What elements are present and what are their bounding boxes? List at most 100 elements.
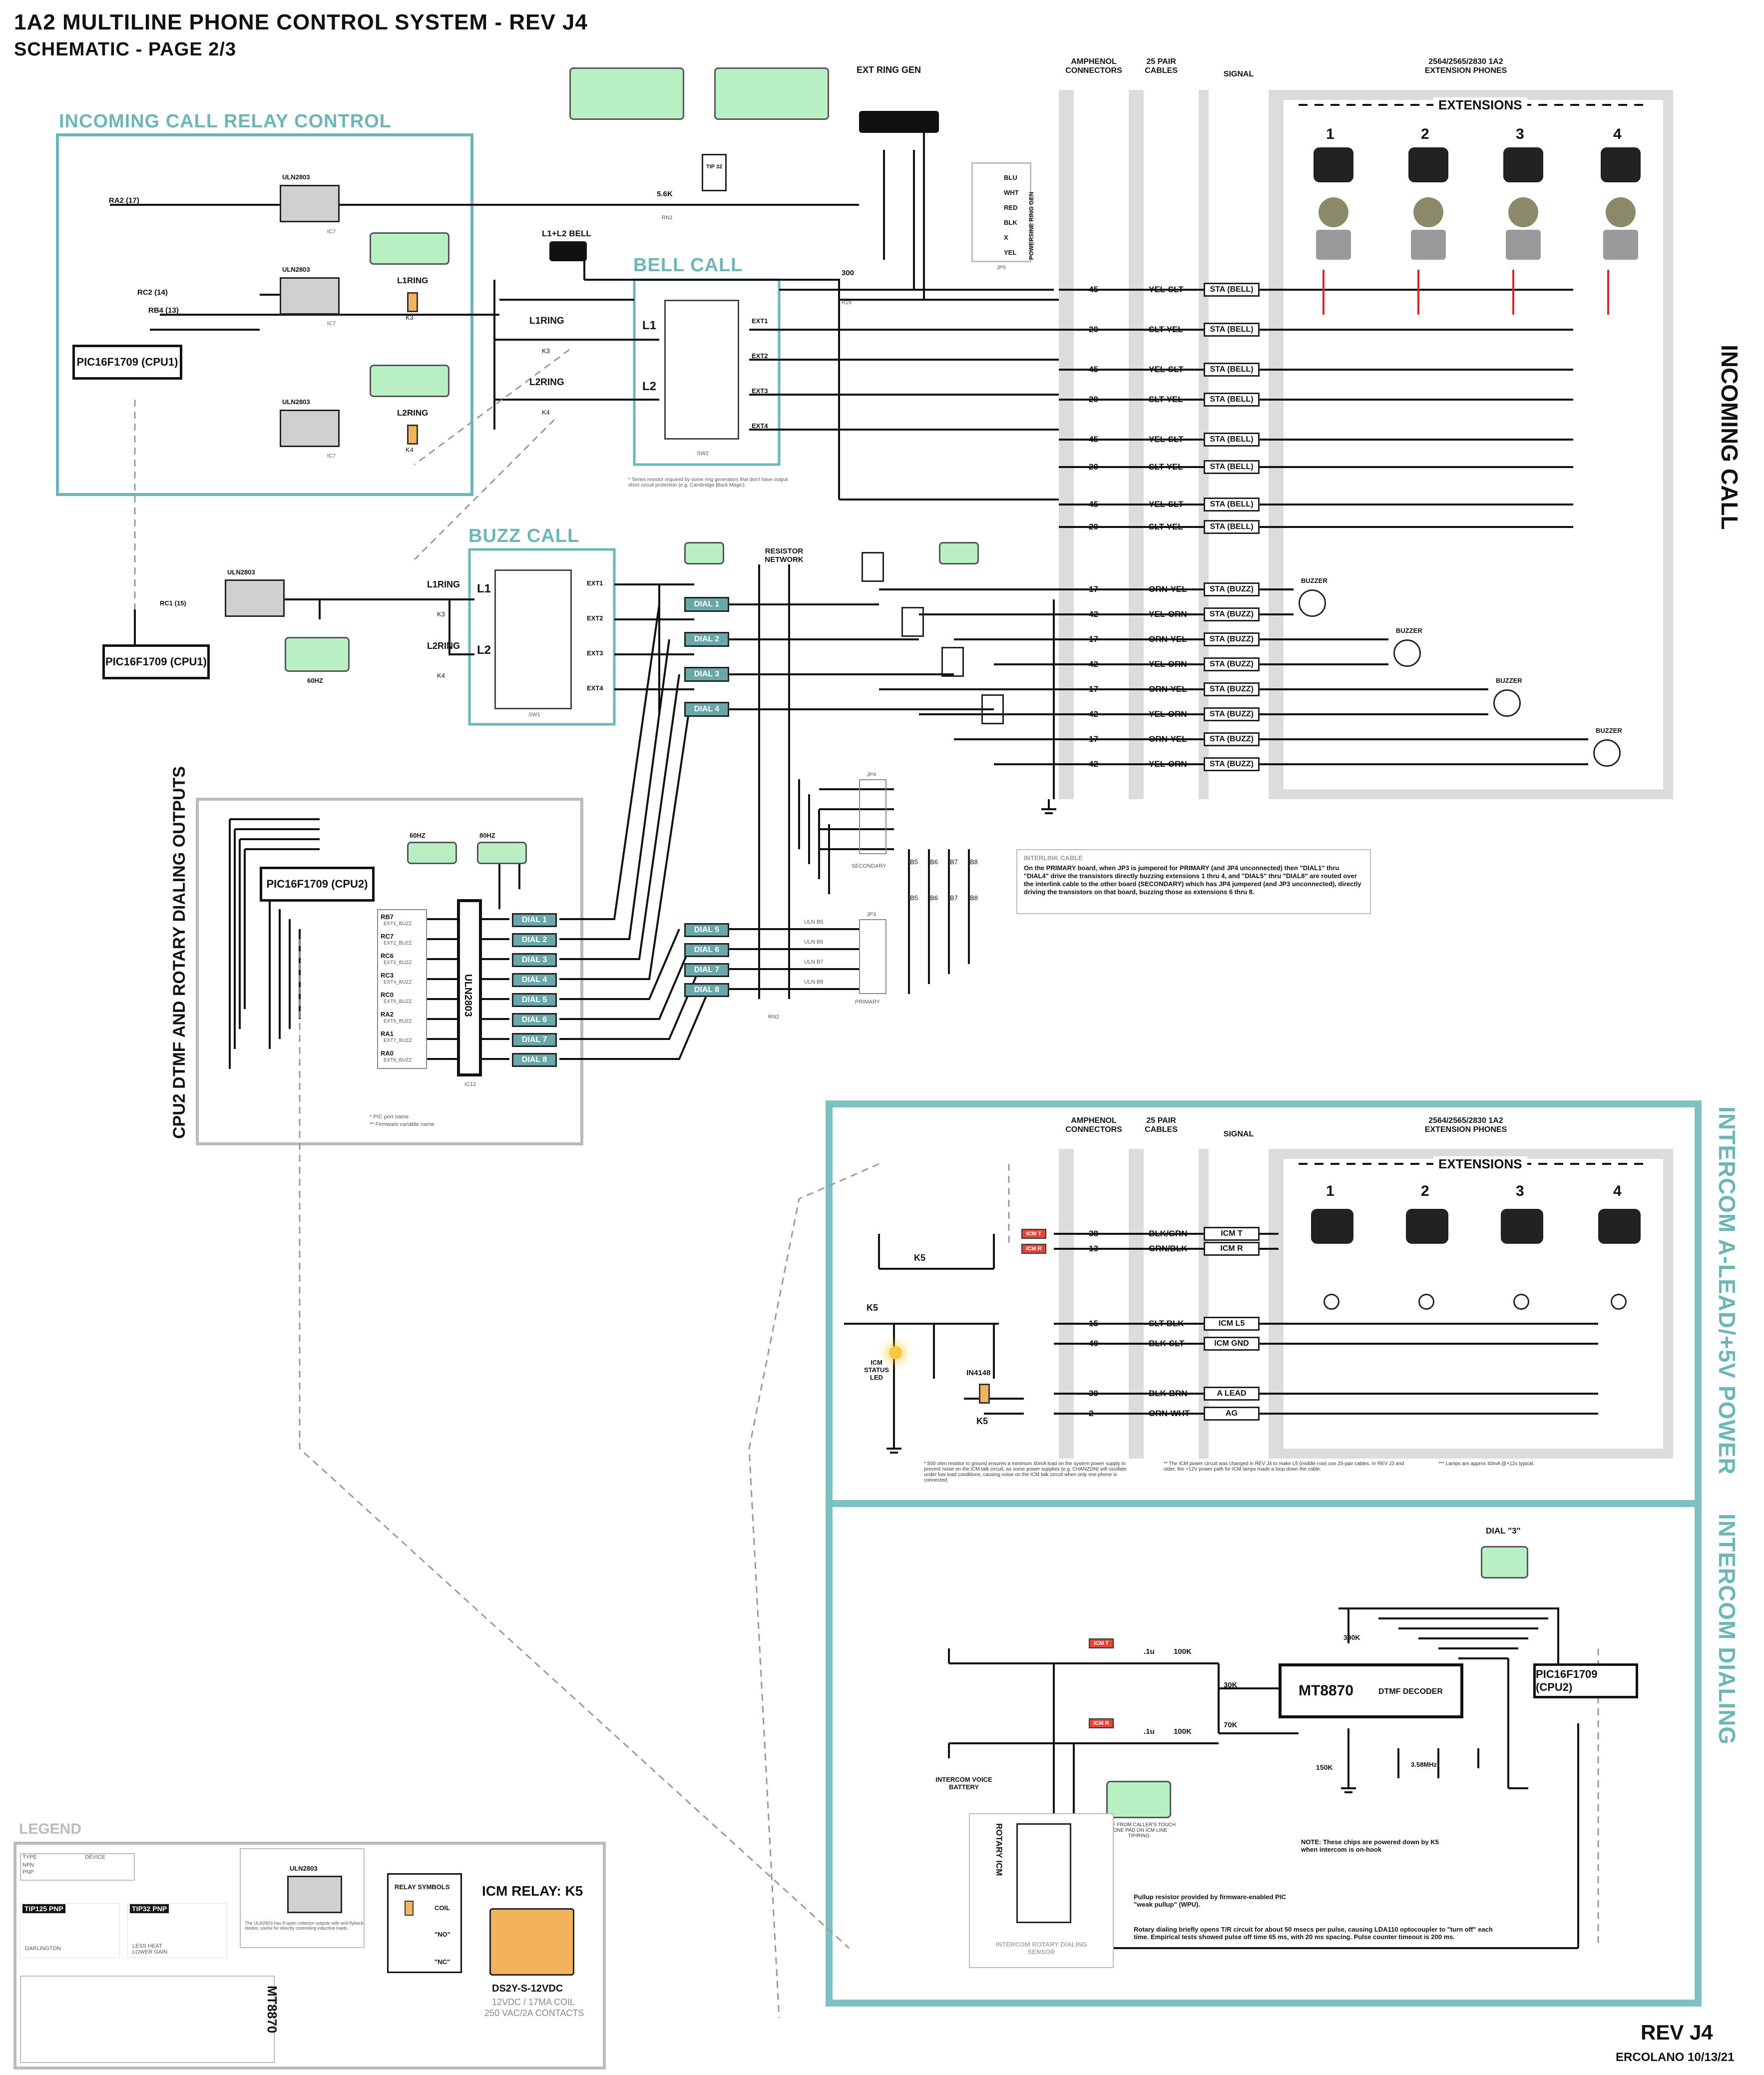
phone-icon [1501, 1209, 1543, 1244]
r58k-label: 5.6K [657, 190, 673, 198]
ringer-base-icon [1603, 230, 1638, 260]
legend-uln-gate [287, 1876, 342, 1913]
legend-uln-note: The ULN2803 has 8 open collector outputs… [245, 1921, 364, 1931]
cap-1u-b: .1u [1144, 1727, 1155, 1736]
cable-color: SLT-YEL [1149, 462, 1183, 472]
sw2-dip-switch [664, 300, 739, 440]
signal-box: STA (BUZZ) [1204, 607, 1260, 621]
amphenol-pin: 40 [1089, 1339, 1098, 1348]
cable-color: YEL-SLT [1149, 285, 1184, 294]
buzz-l2ring: L2RING [427, 641, 460, 651]
port-name: RB7 [381, 913, 394, 921]
dtmf-tone-waveform [1106, 1781, 1171, 1818]
net-ra2: RA2 (17) [109, 196, 139, 205]
signal-box: STA (BELL) [1204, 520, 1260, 534]
amphenol-pin: 17 [1089, 734, 1098, 744]
r150k: 150K [1316, 1763, 1333, 1771]
bell-ext3: EXT3 [752, 387, 768, 395]
signal-box: AG [1204, 1407, 1260, 1421]
cn-b7: B7 [950, 858, 958, 866]
in4148-label: IN4148 [966, 1369, 991, 1377]
amphenol-pin: 45 [1089, 365, 1098, 374]
cn-b6: B6 [930, 858, 938, 866]
r29-label: R29 [842, 300, 852, 306]
signal-box: ICM L5 [1204, 1317, 1260, 1331]
amphenol-pin: 45 [1089, 500, 1098, 509]
r100k-b: 100K [1174, 1727, 1192, 1736]
uln2803-buffer-1 [280, 185, 340, 222]
jp5-pin-6: YEL [1004, 249, 1017, 256]
wave-60hz-buzz [285, 637, 350, 672]
buzz-ext1: EXT1 [587, 579, 603, 587]
dial-mid-output: DIAL 6 [684, 943, 729, 957]
legend-nc: "NC" [435, 1958, 450, 1966]
phone-icon [1503, 147, 1543, 182]
jp4-label: JP4 [867, 772, 876, 778]
signal-box: STA (BELL) [1204, 393, 1260, 407]
uln-label-buzz: ULN2803 [227, 568, 255, 576]
signal-box: STA (BELL) [1204, 460, 1260, 474]
dial3-label: DIAL "3" [1486, 1526, 1521, 1536]
note-500-ohm: * 500 ohm resistor to ground ensures a m… [924, 1461, 1127, 1483]
extension-number: 4 [1613, 1183, 1622, 1199]
jp3-label: JP3 [867, 912, 876, 918]
k5-label-a: K5 [914, 1253, 926, 1263]
col-phones-icm: 2564/2565/2830 1A2 EXTENSION PHONES [1424, 1116, 1507, 1134]
cable-color: SLT-YEL [1149, 395, 1183, 404]
buzz-k4: K4 [437, 672, 445, 679]
interlink-body: On the PRIMARY board, when JP3 is jumper… [1024, 864, 1361, 896]
cable-color: SLT-BLK [1149, 1319, 1184, 1328]
col-signal-icm: SIGNAL [1223, 1130, 1254, 1138]
legend-type-hdr: TYPE [22, 1854, 37, 1860]
amphenol-pin: 42 [1089, 609, 1098, 619]
dial-3-buzz: DIAL 3 [684, 667, 729, 682]
port-firmware-var: EXT4_BUZZ [384, 980, 412, 985]
buzzer-label: BUZZER [1496, 677, 1522, 684]
net-rb4: RB4 (13) [148, 306, 179, 315]
r30k: 30K [1224, 1681, 1238, 1689]
mt8870-chip [1279, 1663, 1463, 1718]
intercom-voice-battery-label: INTERCOM VOICE BATTERY [935, 1776, 992, 1791]
cable-color: SLT-YEL [1149, 325, 1183, 334]
legend-tip32-box [127, 1903, 227, 1958]
ring-gen-waveform-2 [714, 67, 829, 120]
amphenol-pin: 17 [1089, 584, 1098, 594]
phone-icon [1598, 1209, 1641, 1244]
dial-output: DIAL 2 [512, 933, 557, 947]
ringer-base-icon [1316, 230, 1351, 260]
dial-mid-output: DIAL 5 [684, 923, 729, 937]
rotary-icm-label: ROTARY ICM [994, 1823, 1004, 1876]
cn-b8: B8 [970, 858, 978, 866]
ext-ring-gen-label: EXT RING GEN [857, 65, 921, 75]
signal-box: ICM GND [1204, 1337, 1260, 1351]
secondary-label: SECONDARY [852, 863, 886, 869]
label-80hz-cpu2: 80HZ [479, 832, 495, 839]
amphenol-pin: 39 [1089, 1389, 1098, 1398]
r390k: 390K [1343, 1633, 1360, 1641]
coil-k4: K4 [406, 446, 414, 454]
cable-color: GRN/BLK [1149, 1244, 1188, 1253]
port-firmware-var: EXT3_BUZZ [384, 960, 412, 966]
footer-rev: REV J4 [1641, 2021, 1713, 2044]
legend-coil-symbol [405, 1901, 414, 1916]
phone-icon [1314, 147, 1353, 182]
rn-net-b5: ULN B5 [804, 919, 824, 925]
buzz-l1: L1 [477, 582, 491, 595]
cn-b8-lower: B8 [970, 894, 978, 902]
buzzer-label: BUZZER [1596, 727, 1622, 734]
dial-1-buzz: DIAL 1 [684, 597, 729, 612]
dial-output: DIAL 3 [512, 953, 557, 967]
buzz-k3: K3 [437, 610, 445, 618]
page-subtitle: SCHEMATIC - PAGE 2/3 [14, 39, 237, 60]
ring-gen-waveform-1 [569, 67, 684, 120]
port-name: RC6 [381, 952, 394, 960]
chip-label: PIC16F1709 (CPU1) [76, 356, 178, 368]
ext-ring-gen-terminal [859, 111, 939, 133]
extension-number: 2 [1421, 126, 1429, 142]
cn-b5-lower: B5 [910, 894, 918, 902]
cable-color: ORN-YEL [1149, 734, 1187, 744]
bell-ringer-icon [1319, 197, 1348, 227]
chip-cpu1-top: PIC16F1709 (CPU1) [72, 345, 182, 380]
signal-box: STA (BUZZ) [1204, 632, 1260, 646]
